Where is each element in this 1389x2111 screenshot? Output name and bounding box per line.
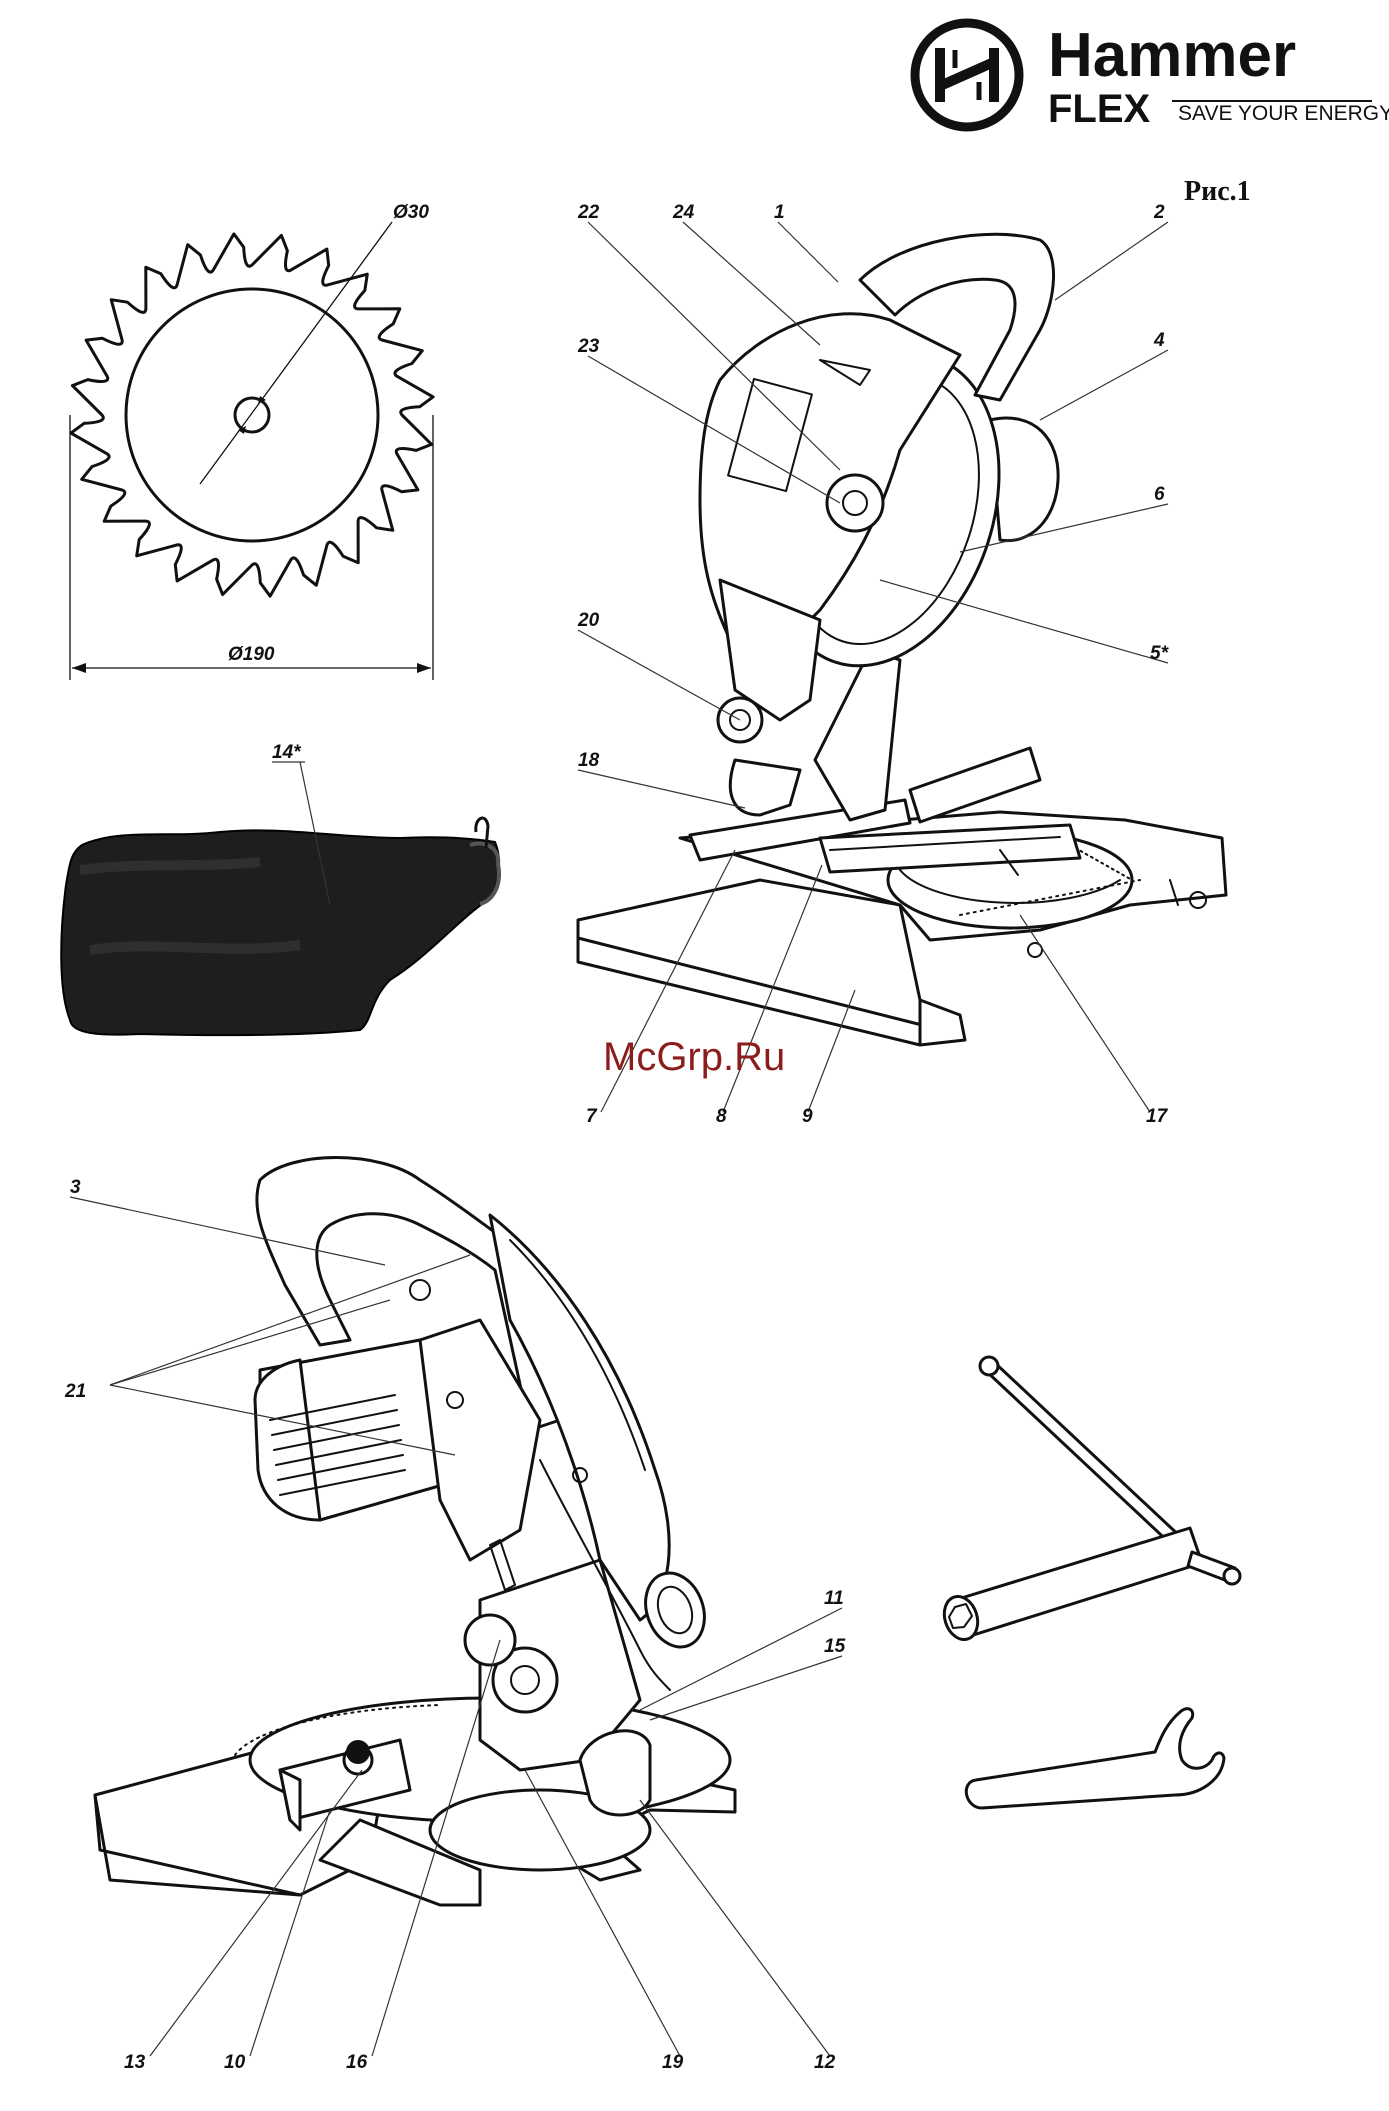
blade-diameter-label: Ø190 <box>228 644 275 665</box>
callout-13: 13 <box>124 2052 146 2073</box>
bottom-callout-labels: 3 21 11 15 13 10 16 19 12 <box>64 1177 846 2073</box>
callout-7: 7 <box>586 1106 598 1127</box>
blade-body <box>126 289 378 541</box>
callout-23: 23 <box>577 336 600 357</box>
callout-5: 5* <box>1150 643 1170 664</box>
callout-18: 18 <box>578 750 600 771</box>
callout-8: 8 <box>716 1106 727 1127</box>
callout-16: 16 <box>346 2052 368 2073</box>
brand-slogan: SAVE YOUR ENERGY <box>1178 102 1389 125</box>
dust-bag-drawing: 14* <box>61 742 499 1035</box>
pin-spanner-tool <box>966 1709 1224 1808</box>
callout-4: 4 <box>1153 330 1165 351</box>
callout-11: 11 <box>824 1588 844 1609</box>
brand-name: Hammer <box>1048 21 1296 90</box>
t-wrench-tool <box>939 1357 1240 1644</box>
saw-blade-drawing: Ø30 Ø190 <box>70 202 433 680</box>
callout-9: 9 <box>802 1106 813 1127</box>
callout-22: 22 <box>577 202 600 223</box>
callout-3: 3 <box>70 1177 81 1198</box>
callout-10: 10 <box>224 2052 246 2073</box>
brand-logo: Hammer FLEX SAVE YOUR ENERGY <box>915 21 1389 131</box>
callout-12: 12 <box>814 2052 836 2073</box>
blade-bore <box>235 398 269 432</box>
callout-21: 21 <box>64 1381 86 1402</box>
hammer-logo-icon <box>915 23 1019 127</box>
miter-saw-front-view <box>578 234 1226 1045</box>
dust-bag <box>61 830 499 1035</box>
callout-20: 20 <box>577 610 600 631</box>
figure-title: Рис.1 <box>1184 176 1251 207</box>
callout-14: 14* <box>272 742 302 763</box>
bore-diameter-label: Ø30 <box>393 202 429 223</box>
callout-17: 17 <box>1146 1106 1169 1127</box>
callout-1: 1 <box>774 202 785 223</box>
callout-24: 24 <box>672 202 695 223</box>
callout-19: 19 <box>662 2052 684 2073</box>
miter-saw-rear-view <box>95 1158 735 1906</box>
callout-2: 2 <box>1153 202 1165 223</box>
bottom-leaders <box>70 1197 842 2056</box>
callout-6: 6 <box>1154 484 1165 505</box>
watermark: McGrp.Ru <box>603 1035 785 1079</box>
callout-15: 15 <box>824 1636 846 1657</box>
brand-sub: FLEX <box>1048 87 1151 131</box>
